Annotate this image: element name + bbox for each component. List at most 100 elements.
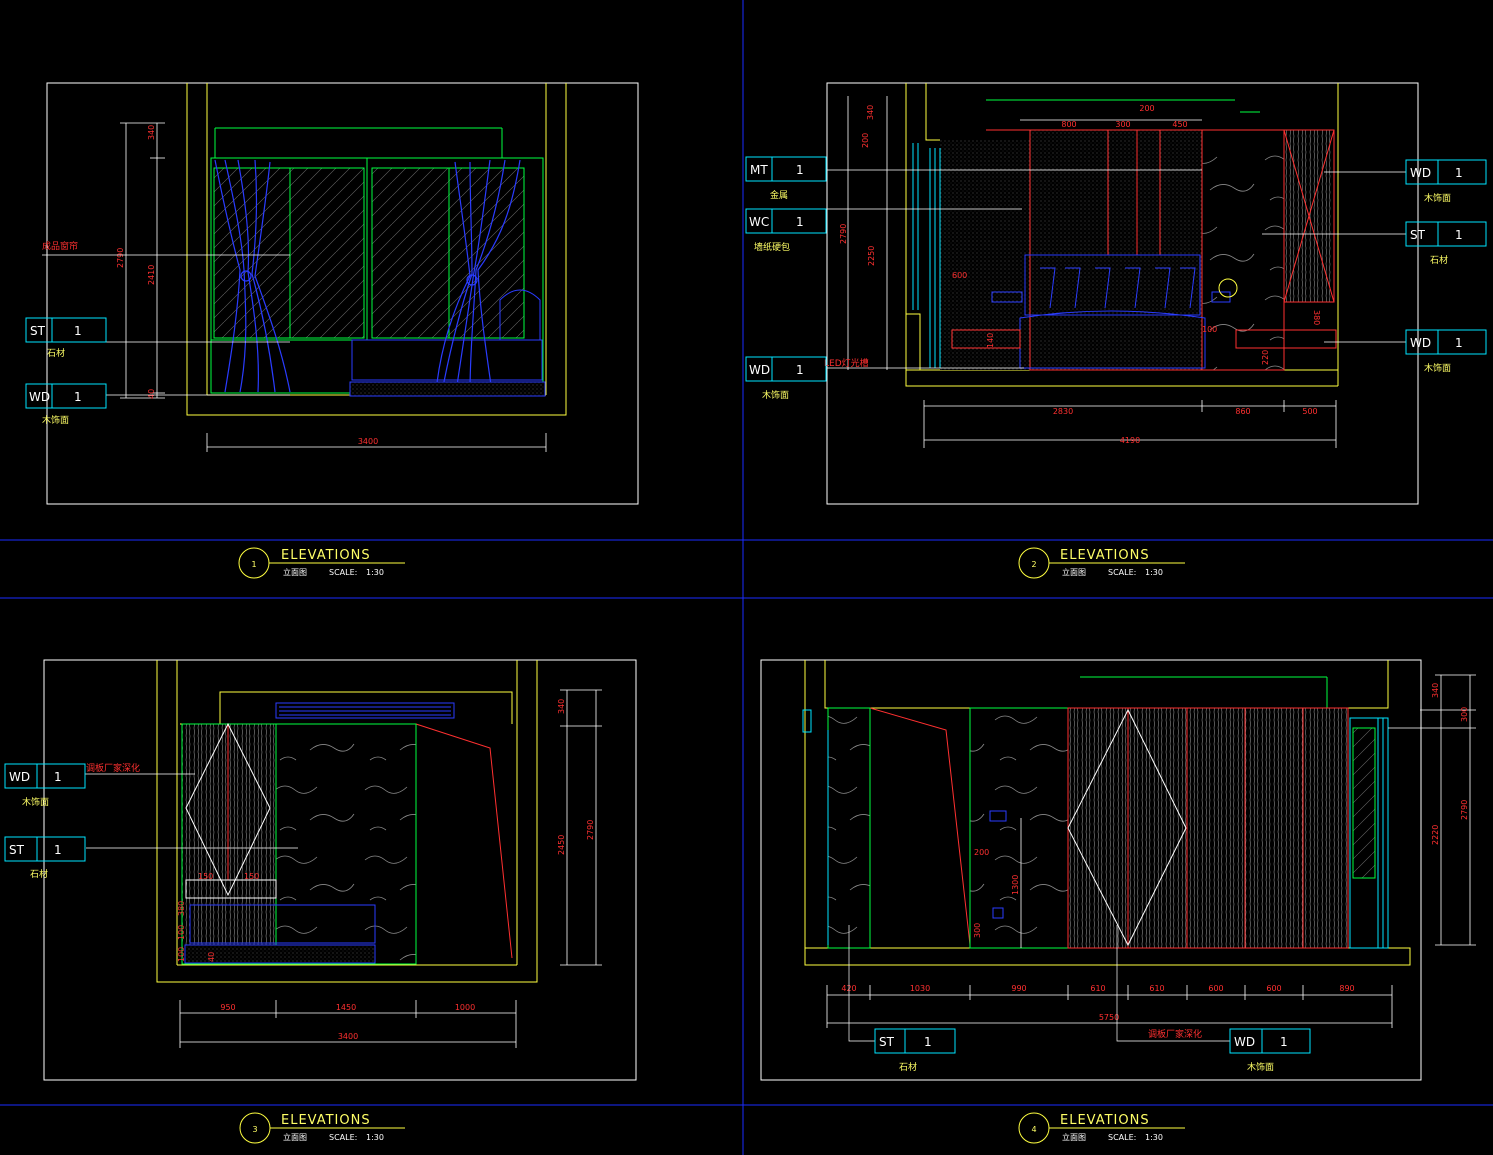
dim-h-b-4: 2220 bbox=[1431, 825, 1440, 845]
tag-num: 1 bbox=[74, 324, 82, 338]
tag-code: WD bbox=[1234, 1035, 1255, 1049]
dim-top-b-2: 300 bbox=[1115, 120, 1130, 129]
title-text: ELEVATIONS bbox=[281, 548, 371, 563]
scale-value: 1:30 bbox=[366, 568, 384, 577]
leader-lines-4 bbox=[848, 925, 1230, 1042]
scale-value: 1:30 bbox=[1145, 1133, 1163, 1142]
marble-panel-2 bbox=[1201, 129, 1285, 371]
title-subtitle: 立面图 bbox=[1062, 567, 1086, 577]
dim-h-a-4: 340 bbox=[1431, 683, 1440, 698]
tag-note: 木饰面 bbox=[22, 796, 49, 808]
dim-overall-width-1: 3400 bbox=[358, 437, 378, 446]
dim-bottom-b-3: 1450 bbox=[336, 1003, 356, 1012]
material-tag-wc-2: WC 1 墙纸硬包 bbox=[745, 208, 827, 253]
dimension-lines-4 bbox=[826, 674, 1476, 1028]
material-tag-st-1: ST 1 石材 bbox=[25, 317, 107, 359]
title-block-1: 1 ELEVATIONS 立面图 SCALE: 1:30 bbox=[238, 547, 405, 579]
sheet-frame-4 bbox=[760, 659, 1422, 1081]
tag-num: 1 bbox=[796, 163, 804, 177]
tag-code: ST bbox=[30, 324, 46, 338]
pendant-lamp-2 bbox=[1218, 278, 1238, 298]
dim-bottom-c-2: 500 bbox=[1302, 407, 1317, 416]
dim-r-b-2: 220 bbox=[1261, 350, 1270, 365]
wardrobe-door-3 bbox=[415, 723, 513, 959]
tag-note: 石材 bbox=[899, 1061, 917, 1073]
dim-top-total-2: 200 bbox=[1139, 104, 1154, 113]
door-4 bbox=[869, 707, 971, 946]
dim-bottom-a-3: 950 bbox=[220, 1003, 235, 1012]
elevation-panel-4: 340 2220 2790 300 200 1300 300 420 1030 … bbox=[760, 659, 1476, 1144]
dim-h-c-4: 2790 bbox=[1460, 800, 1469, 820]
tag-code: ST bbox=[9, 843, 25, 857]
tag-note: 石材 bbox=[47, 347, 65, 359]
dim-b6-4: 600 bbox=[1208, 984, 1223, 993]
ac-grille-3 bbox=[275, 702, 455, 719]
scale-value: 1:30 bbox=[366, 1133, 384, 1142]
dim-top-c-2: 450 bbox=[1172, 120, 1187, 129]
tag-num: 1 bbox=[796, 215, 804, 229]
tag-note: 木饰面 bbox=[1424, 192, 1451, 204]
dim-h-b-3: 2450 bbox=[557, 835, 566, 855]
tag-code: WD bbox=[1410, 336, 1431, 350]
dim-r-a-2: 380 bbox=[1312, 310, 1321, 325]
title-block-3: 3 ELEVATIONS 立面图 SCALE: 1:30 bbox=[239, 1112, 405, 1144]
tag-num: 1 bbox=[54, 843, 62, 857]
dimension-lines-1 bbox=[120, 122, 547, 452]
tag-note: 木饰面 bbox=[1247, 1061, 1274, 1073]
tag-num: 1 bbox=[1280, 1035, 1288, 1049]
dim-bottom-c-3: 1000 bbox=[455, 1003, 475, 1012]
tag-note: 石材 bbox=[30, 868, 48, 880]
title-text: ELEVATIONS bbox=[1060, 1113, 1150, 1128]
material-tag-st-3: ST 1 石材 bbox=[4, 836, 86, 880]
curtain-side-2 bbox=[912, 143, 941, 368]
tag-code: WC bbox=[749, 215, 769, 229]
dim-r-c-2: 100 bbox=[1202, 325, 1217, 334]
tag-code: WD bbox=[29, 390, 50, 404]
dim-m-a-4: 200 bbox=[974, 848, 989, 857]
title-block-4: 4 ELEVATIONS 立面图 SCALE: 1:30 bbox=[1018, 1112, 1185, 1144]
dim-b8-4: 890 bbox=[1339, 984, 1354, 993]
tag-num: 1 bbox=[796, 363, 804, 377]
dim-height-total-1: 2790 bbox=[116, 248, 125, 268]
switch-boxes-4 bbox=[989, 810, 1007, 919]
scale-label: SCALE: bbox=[1108, 568, 1136, 577]
window-1 bbox=[210, 127, 544, 394]
scale-label: SCALE: bbox=[1108, 1133, 1136, 1142]
marble-panel-mid-4 bbox=[969, 707, 1069, 949]
elevation-panel-1: 340 2410 40 2790 3400 成品窗帘 ST 1 石材 WD 1 … bbox=[25, 82, 639, 579]
tag-code: WD bbox=[9, 770, 30, 784]
material-tag-wd-left-2: WD 1 木饰面 bbox=[745, 356, 827, 401]
material-tag-mt-2: MT 1 金属 bbox=[745, 156, 827, 201]
dim-overall-2: 4190 bbox=[1120, 436, 1140, 445]
dim-bottom-a-2: 2830 bbox=[1053, 407, 1073, 416]
dim-h-a-2: 340 bbox=[866, 105, 875, 120]
tag-code: WD bbox=[749, 363, 770, 377]
dim-small-d-3: 100 bbox=[177, 925, 186, 940]
dim-b2-4: 1030 bbox=[910, 984, 930, 993]
dim-top-a-2: 800 bbox=[1061, 120, 1076, 129]
scale-value: 1:30 bbox=[1145, 568, 1163, 577]
dim-small-f-3: 40 bbox=[207, 952, 216, 962]
dim-h-a-3: 340 bbox=[557, 699, 566, 714]
wallpaper-panel-2 bbox=[940, 140, 1030, 370]
dim-h-c-3: 2790 bbox=[586, 820, 595, 840]
tag-num: 1 bbox=[924, 1035, 932, 1049]
material-tag-wd-1: WD 1 木饰面 bbox=[25, 383, 107, 426]
dim-small-a-3: 150 bbox=[198, 872, 213, 881]
tag-code: ST bbox=[879, 1035, 895, 1049]
bedside-2 bbox=[951, 329, 1337, 349]
tag-num: 1 bbox=[1455, 166, 1463, 180]
dim-b4-4: 610 bbox=[1090, 984, 1105, 993]
dim-bottom-b-2: 860 bbox=[1235, 407, 1250, 416]
dim-height-c-1: 40 bbox=[147, 389, 156, 399]
title-text: ELEVATIONS bbox=[1060, 548, 1150, 563]
tag-note: 墙纸硬包 bbox=[754, 241, 790, 253]
curtain-left-1 bbox=[214, 159, 291, 393]
curtain-right-1 bbox=[435, 159, 521, 393]
wood-panel-3 bbox=[181, 723, 277, 965]
scale-label: SCALE: bbox=[329, 1133, 357, 1142]
dim-h-b-2: 200 bbox=[861, 133, 870, 148]
title-number: 3 bbox=[252, 1125, 257, 1134]
tag-num: 1 bbox=[54, 770, 62, 784]
